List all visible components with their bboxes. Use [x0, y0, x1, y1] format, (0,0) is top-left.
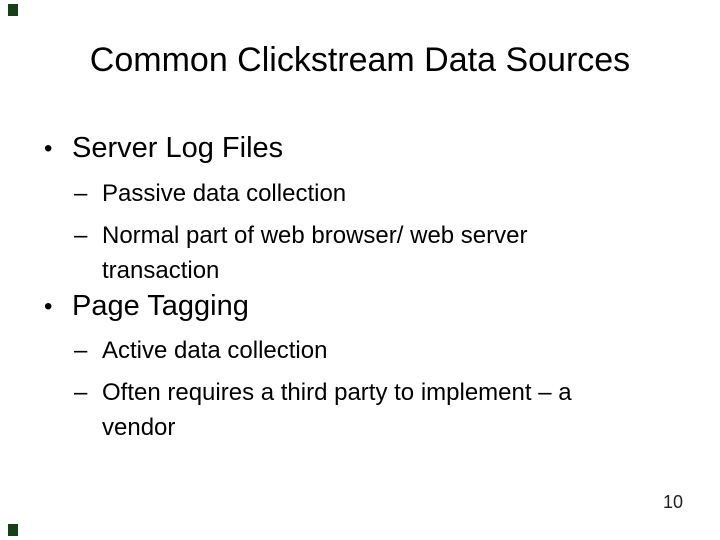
corner-marker-top-left	[8, 4, 18, 16]
dash-bullet-icon: –	[74, 337, 88, 364]
sub-bullet-active-data-collection: – Active data collection	[74, 333, 650, 368]
sub-bullet-text: Passive data collection	[102, 180, 347, 207]
dash-bullet-icon: –	[74, 180, 88, 207]
page-number: 10	[663, 492, 684, 512]
bullet-dot-icon: •	[44, 135, 53, 162]
corner-marker-bottom-left	[8, 524, 18, 536]
bullet-label: Page Tagging	[72, 290, 249, 322]
bullet-item-page-tagging: • Page Tagging	[44, 290, 664, 323]
sub-bullet-text: Active data collection	[102, 337, 328, 364]
slide-title: Common Clickstream Data Sources	[89, 41, 631, 79]
sub-bullet-often-requires: – Often requires a third party to implem…	[74, 375, 650, 445]
sub-bullet-text: Normal part of web browser/ web server t…	[102, 222, 528, 284]
sub-bullet-text: Often requires a third party to implemen…	[102, 379, 572, 441]
bullet-dot-icon: •	[44, 293, 53, 320]
dash-bullet-icon: –	[74, 379, 88, 406]
dash-bullet-icon: –	[74, 222, 88, 249]
bullet-label: Server Log Files	[72, 132, 284, 164]
sub-bullet-passive-data-collection: – Passive data collection	[74, 176, 650, 211]
bullet-item-server-log-files: • Server Log Files	[44, 132, 664, 165]
sub-bullet-normal-part: – Normal part of web browser/ web server…	[74, 218, 650, 288]
